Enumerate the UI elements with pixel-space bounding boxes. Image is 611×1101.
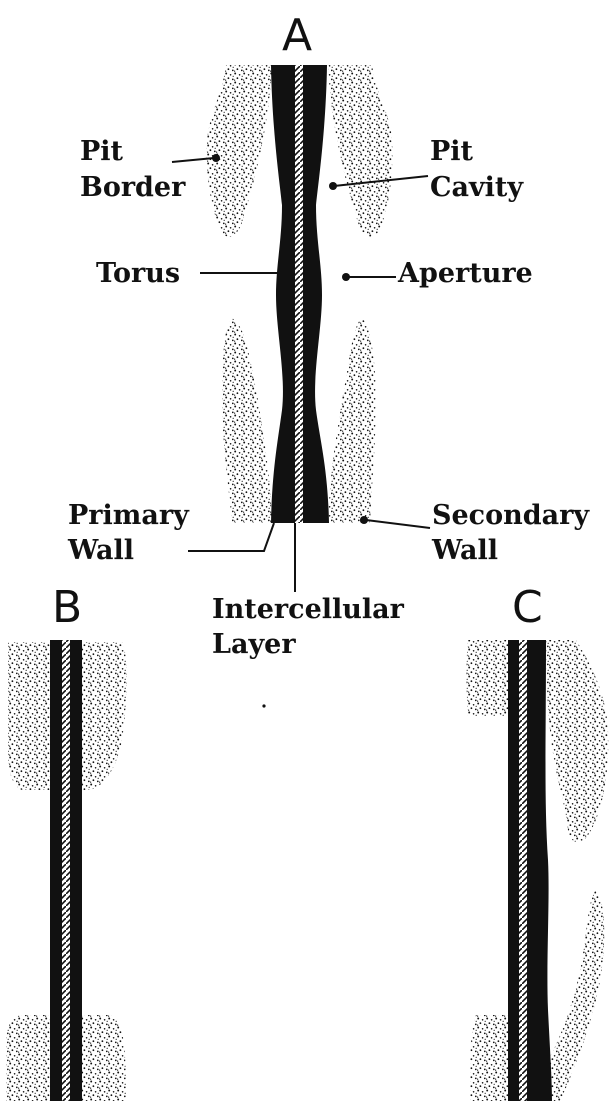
label-pit-cavity-1: Pit: [430, 136, 474, 167]
secondary-wall-b-upper: [8, 642, 50, 790]
label-pit: Pit: [80, 136, 124, 167]
secondary-wall-upper-right: [328, 65, 392, 237]
panel-b: B: [6, 582, 127, 1101]
label-pit-cavity-2: Cavity: [430, 172, 524, 203]
label-secondary: Secondary: [432, 500, 590, 531]
intercellular-layer-a: [295, 65, 303, 523]
pit-membrane-c: [508, 640, 552, 1101]
dot-secondary-wall: [360, 516, 368, 524]
secondary-wall-c-upper-left: [467, 640, 509, 716]
stray-mark: [262, 704, 265, 707]
panel-letter-a: A: [282, 10, 312, 61]
panel-letter-b: B: [52, 582, 82, 633]
secondary-wall-lower-left: [222, 318, 272, 523]
dot-aperture: [342, 273, 350, 281]
intercellular-layer-c: [519, 640, 527, 1101]
label-border: Border: [80, 172, 186, 203]
label-secondary-wall: Wall: [431, 535, 498, 566]
label-primary-wall: Wall: [67, 535, 134, 566]
panel-a: A Pit Border Pit Cavity Torus Aperture P…: [67, 10, 590, 660]
label-torus: Torus: [96, 258, 180, 289]
secondary-wall-b-upper-right: [82, 642, 127, 790]
label-intercellular: Intercellular: [212, 594, 405, 625]
label-primary: Primary: [68, 500, 190, 531]
intercellular-layer-b: [62, 640, 70, 1101]
secondary-wall-lower-right: [328, 318, 376, 523]
secondary-wall-b-lower-right: [82, 1015, 126, 1101]
label-layer: Layer: [212, 629, 296, 660]
secondary-wall-c-upper-right: [546, 640, 608, 842]
dot-pit-cavity: [329, 182, 337, 190]
secondary-wall-c-lower-right: [548, 890, 604, 1101]
secondary-wall-upper-left: [207, 65, 272, 237]
secondary-wall-b-lower-left: [6, 1015, 50, 1101]
label-aperture: Aperture: [397, 258, 533, 289]
leader-secondary-wall: [366, 520, 430, 528]
leader-primary-wall: [188, 523, 274, 551]
dot-pit-border: [212, 154, 220, 162]
secondary-wall-c-lower-left: [470, 1015, 508, 1101]
panel-letter-c: C: [512, 582, 543, 633]
panel-c: C: [467, 582, 609, 1101]
